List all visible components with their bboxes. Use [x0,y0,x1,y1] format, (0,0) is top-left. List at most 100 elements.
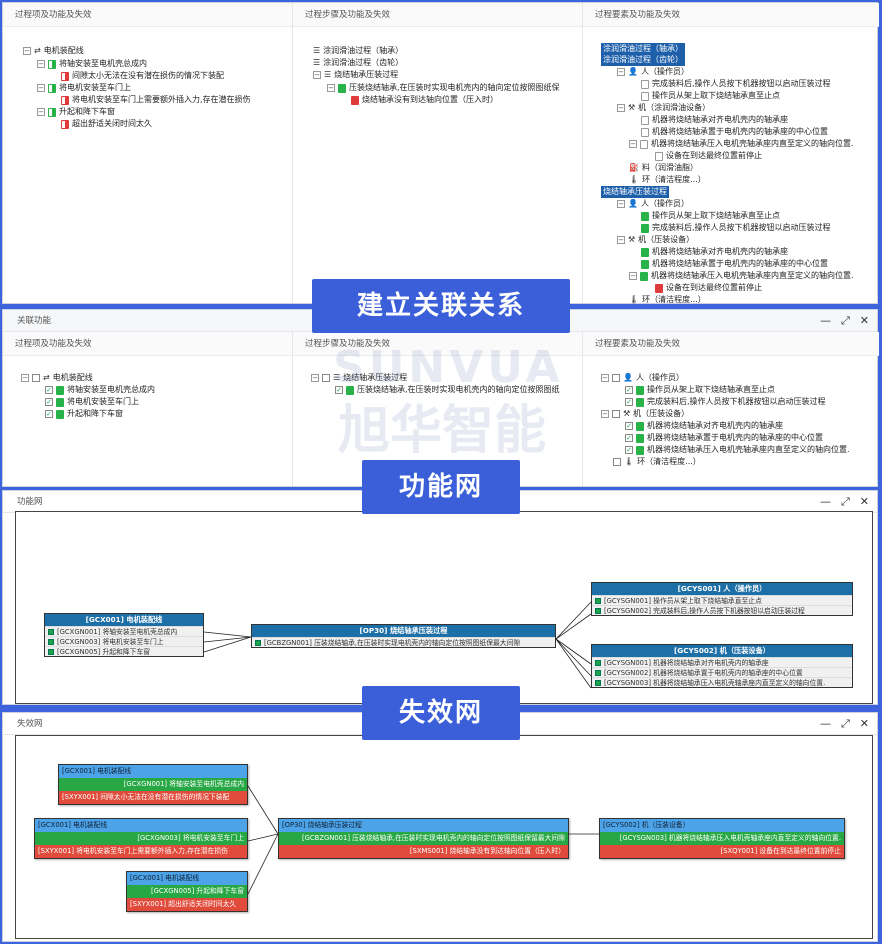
tree-node[interactable]: 将电机安装至车门上 [45,396,139,408]
tree-node[interactable]: ☰涂润滑油过程（齿轮） [313,58,404,67]
function-net-title: 功能网 [17,497,43,507]
tree-node[interactable]: ☰涂润滑油过程（轴承） [313,46,404,55]
tree-node[interactable]: −👤人（操作员） [617,67,689,76]
tree-node[interactable]: 烧结轴承没有到达轴向位置（压入时） [351,94,498,106]
maximize-icon[interactable]: ⤢ [840,314,850,327]
failure-node-op30[interactable]: [OP30] 烧结轴承压装过程 [GCBZGN001] 压装烧结轴承,在压装时实… [278,818,569,859]
checkbox[interactable] [32,374,40,382]
collapse-toggle-icon[interactable]: − [37,60,45,68]
tree-node[interactable]: 🌡环（清洁程度...） [629,175,706,184]
collapse-toggle-icon[interactable]: − [617,200,625,208]
tree-node[interactable]: 机器将烧结轴承对齐电机壳内的轴承座 [641,246,788,258]
collapse-toggle-icon[interactable]: − [37,84,45,92]
close-icon[interactable]: ✕ [859,495,869,508]
checkbox[interactable] [612,374,620,382]
tree-node[interactable]: 涂润滑油过程（轴承） [601,43,685,55]
function-node-gcys001[interactable]: [GCYS001] 人（操作员） [GCYSGN001] 操作员从架上取下烧结轴… [591,582,853,616]
tree-node[interactable]: 操作员从架上取下烧结轴承直至止点 [641,210,780,222]
checkbox[interactable] [45,386,53,394]
close-icon[interactable]: ✕ [859,717,869,730]
tree-node[interactable]: −☰烧结轴承压装过程 [313,70,399,79]
tree-node[interactable]: −👤人（操作员） [617,199,689,208]
checkbox[interactable] [625,386,633,394]
minimize-icon[interactable]: — [819,717,831,730]
tree-node[interactable]: 将电机安装至车门上需要额外插入力,存在潜在损伤 [61,94,251,106]
checkbox[interactable] [613,458,621,466]
tree-node[interactable]: −压装烧结轴承,在压装时实现电机壳内的轴向定位按照图纸保 [327,83,560,93]
tree-node[interactable]: 压装烧结轴承,在压装时实现电机壳内的轴向定位按照图纸 [335,384,560,396]
tree-node[interactable]: 升起和降下车窗 [45,408,123,420]
checkbox[interactable] [625,422,633,430]
checkbox[interactable] [45,398,53,406]
tree-node[interactable]: 机器将烧结轴承对齐电机壳内的轴承座 [641,114,788,126]
tree-node[interactable]: 机器将烧结轴承对齐电机壳内的轴承座 [625,420,783,432]
checkbox[interactable] [322,374,330,382]
tree-node[interactable]: 机器将烧结轴承置于电机壳内的轴承座的中心位置 [641,126,828,138]
tree-node[interactable]: 完成装料后,操作人员按下机器按钮以启动压装过程 [641,222,831,234]
collapse-toggle-icon[interactable]: − [629,272,637,280]
collapse-toggle-icon[interactable]: − [629,140,637,148]
tree-node[interactable]: −⚒机（压装设备） [617,235,695,244]
collapse-toggle-icon[interactable]: − [37,108,45,116]
tree-node[interactable]: 完成装料后,操作人员按下机器按钮以启动压装过程 [625,396,826,408]
collapse-toggle-icon[interactable]: − [617,236,625,244]
checkbox[interactable] [625,398,633,406]
tree-node[interactable]: 设备在到达最终位置前停止 [655,282,762,294]
failure-node-2[interactable]: [GCX001] 电机装配线 [GCXGN003] 将电机安装至车门上 [SXY… [34,818,248,859]
tree-node[interactable]: −⚒机（涂润滑油设备） [617,103,711,112]
connector [247,785,279,835]
tree-node[interactable]: −⚒机（压装设备） [601,409,690,418]
tree-node[interactable]: −升起和降下车窗 [37,107,115,117]
collapse-toggle-icon[interactable]: − [311,374,319,382]
tree-node[interactable]: 机器将烧结轴承压入电机壳轴承座内直至定义的轴向位置. [625,444,850,456]
tree-node[interactable]: 🌡环（清洁程度...） [613,456,701,468]
collapse-toggle-icon[interactable]: − [601,374,609,382]
failure-node-gcys002[interactable]: [GCYS002] 机（压装设备） [GCYSGN003] 机器将烧结轴承压入电… [599,818,845,859]
tree-node[interactable]: 机器将烧结轴承置于电机壳内的轴承座的中心位置 [625,432,823,444]
collapse-toggle-icon[interactable]: − [21,374,29,382]
tree-node[interactable]: 涂润滑油过程（齿轮） [601,54,685,66]
failure-node-3[interactable]: [GCX001] 电机装配线 [GCXGN005] 升起和降下车窗 [SXYX0… [126,871,248,912]
collapse-toggle-icon[interactable]: − [601,410,609,418]
maximize-icon[interactable]: ⤢ [840,717,850,730]
tree-node[interactable]: 🌡环（清洁程度...） [629,295,706,304]
tree-node[interactable]: −机器将烧结轴承压入电机壳轴承座内直至定义的轴向位置. [629,139,854,149]
collapse-toggle-icon[interactable]: − [617,68,625,76]
collapse-toggle-icon[interactable]: − [23,47,31,55]
tree-node[interactable]: 将轴安装至电机壳总成内 [45,384,155,396]
function-node-gcx001[interactable]: [GCX001] 电机装配线 [GCXGN001] 将轴安装至电机壳总成内 [G… [44,613,204,657]
tree-node[interactable]: 机器将烧结轴承置于电机壳内的轴承座的中心位置 [641,258,828,270]
minimize-icon[interactable]: — [819,314,831,327]
tree-node[interactable]: −☰烧结轴承压装过程 [311,373,408,382]
checkbox[interactable] [625,446,633,454]
tree-node[interactable]: 操作员从架上取下烧结轴承直至止点 [625,384,775,396]
tree-node[interactable]: 设备在到达最终位置前停止 [655,150,762,162]
tree-node[interactable]: 完成装料后,操作人员按下机器按钮以启动压装过程 [641,78,831,90]
tree-node[interactable]: 操作员从架上取下烧结轴承直至止点 [641,90,780,102]
function-node-gcys002[interactable]: [GCYS002] 机（压装设备） [GCYSGN001] 机器将烧结轴承对齐电… [591,644,853,688]
tree-node[interactable]: −将轴安装至电机壳总成内 [37,59,147,69]
checkbox[interactable] [335,386,343,394]
tree-node[interactable]: −👤人（操作员） [601,373,684,382]
list-icon: ☰ [313,46,321,55]
failure-node-1[interactable]: [GCX001] 电机装配线 [GCXGN001] 将轴安装至电机壳总成内 [S… [58,764,248,805]
checkbox[interactable] [612,410,620,418]
tree-node[interactable]: 超出舒适关闭时间太久 [61,118,152,130]
tree-node[interactable]: ⛽料（润滑油脂） [629,163,698,172]
tree-node[interactable]: 烧结轴承压装过程 [601,186,669,198]
function-node-op30[interactable]: [OP30] 烧结轴承压装过程 [GCBZGN001] 压装烧结轴承,在压装时实… [251,624,556,648]
checkbox[interactable] [45,410,53,418]
maximize-icon[interactable]: ⤢ [840,495,850,508]
minimize-icon[interactable]: — [819,495,831,508]
connector [555,613,592,640]
collapse-toggle-icon[interactable]: − [327,84,335,92]
close-icon[interactable]: ✕ [859,314,869,327]
collapse-toggle-icon[interactable]: − [617,104,625,112]
tree-node[interactable]: −将电机安装至车门上 [37,83,131,93]
tree-node[interactable]: −⇄电机装配线 [21,373,93,382]
checkbox[interactable] [625,434,633,442]
tree-node[interactable]: −⇄电机装配线 [23,46,84,55]
collapse-toggle-icon[interactable]: − [313,71,321,79]
tree-node[interactable]: −机器将烧结轴承压入电机壳轴承座内直至定义的轴向位置. [629,271,854,281]
tree-node[interactable]: 间隙太小无法在没有潜在损伤的情况下装配 [61,70,224,82]
